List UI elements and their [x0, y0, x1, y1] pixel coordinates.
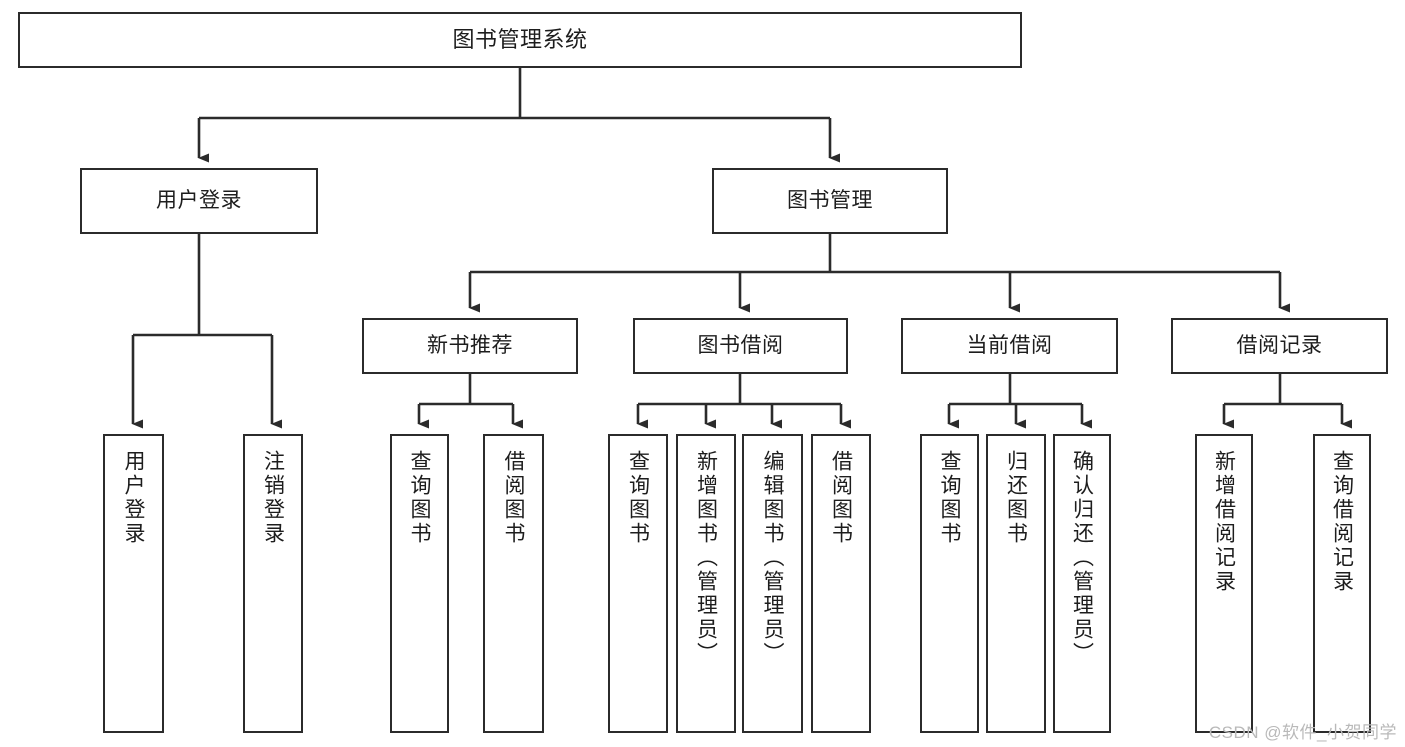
- node-book-management[interactable]: 图书管理: [712, 168, 948, 234]
- leaf-query-book-current[interactable]: 查询图书: [920, 434, 979, 733]
- leaf-logout[interactable]: 注销登录: [243, 434, 303, 733]
- watermark: CSDN @软件_小贺同学: [1208, 723, 1397, 742]
- leaf-add-borrow-record[interactable]: 新增借阅记录: [1195, 434, 1253, 733]
- node-label: 查询借阅记录: [1330, 450, 1354, 594]
- node-label: 新书推荐: [427, 333, 513, 357]
- node-label: 新增图书（管理员）: [694, 450, 718, 666]
- node-label: 新增借阅记录: [1212, 450, 1236, 594]
- node-label: 图书借阅: [697, 333, 784, 357]
- leaf-query-book-borrowing[interactable]: 查询图书: [608, 434, 668, 733]
- leaf-add-book-admin[interactable]: 新增图书（管理员）: [676, 434, 736, 733]
- node-label: 用户登录: [156, 188, 242, 212]
- node-system-root[interactable]: 图书管理系统: [18, 12, 1022, 68]
- node-label: 查询图书: [938, 450, 961, 546]
- leaf-borrow-book-recommendation[interactable]: 借阅图书: [483, 434, 544, 733]
- node-book-borrowing[interactable]: 图书借阅: [633, 318, 848, 374]
- node-label: 确认归还（管理员）: [1070, 450, 1094, 666]
- leaf-edit-book-admin[interactable]: 编辑图书（管理员）: [742, 434, 803, 733]
- node-label: 借阅图书: [829, 450, 853, 546]
- node-borrow-record[interactable]: 借阅记录: [1171, 318, 1388, 374]
- leaf-borrow-book-borrowing[interactable]: 借阅图书: [811, 434, 871, 733]
- node-label: 编辑图书（管理员）: [761, 450, 784, 666]
- leaf-confirm-return-admin[interactable]: 确认归还（管理员）: [1053, 434, 1111, 733]
- node-label: 用户登录: [122, 450, 145, 546]
- node-current-borrowing[interactable]: 当前借阅: [901, 318, 1118, 374]
- leaf-user-login[interactable]: 用户登录: [103, 434, 164, 733]
- node-label: 借阅图书: [502, 450, 525, 546]
- leaf-query-borrow-record[interactable]: 查询借阅记录: [1313, 434, 1371, 733]
- node-label: 图书管理: [787, 188, 873, 212]
- node-label: 图书管理系统: [452, 27, 588, 53]
- node-label: 注销登录: [261, 450, 285, 546]
- node-label: 借阅记录: [1236, 333, 1323, 357]
- node-label: 查询图书: [626, 450, 650, 546]
- leaf-query-book-recommendation[interactable]: 查询图书: [390, 434, 449, 733]
- node-label: 查询图书: [408, 450, 431, 546]
- node-label: 当前借阅: [966, 333, 1053, 357]
- leaf-return-book[interactable]: 归还图书: [986, 434, 1046, 733]
- node-new-book-recommendation[interactable]: 新书推荐: [362, 318, 578, 374]
- node-label: 归还图书: [1004, 450, 1028, 546]
- node-user-login[interactable]: 用户登录: [80, 168, 318, 234]
